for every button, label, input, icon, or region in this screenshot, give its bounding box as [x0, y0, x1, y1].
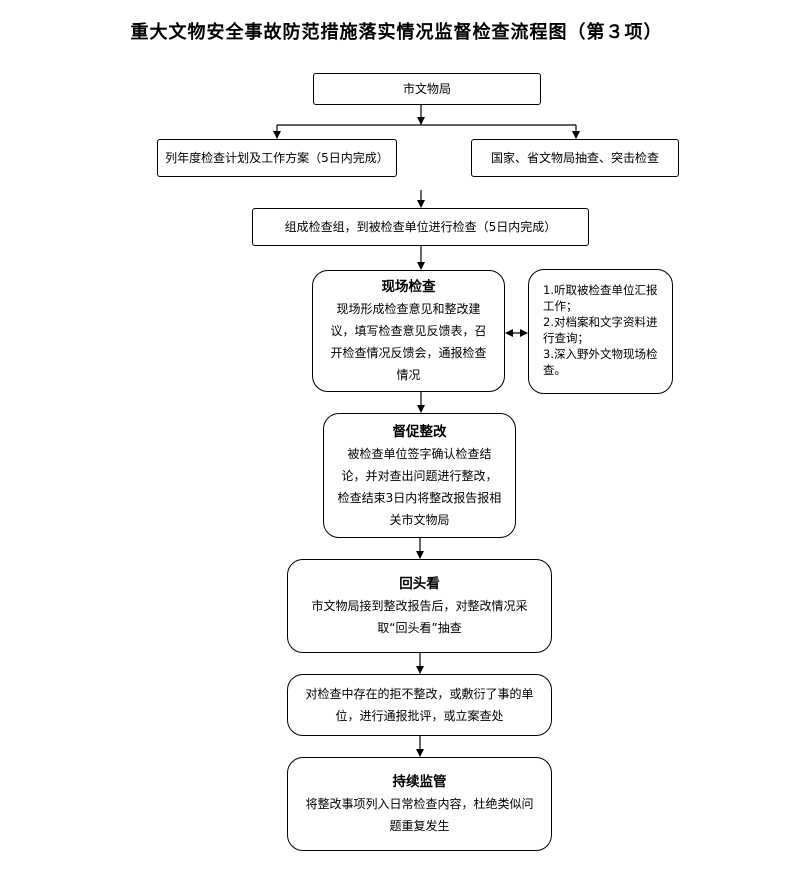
- node-rectify-heading: 督促整改: [392, 423, 447, 440]
- node-bureau-text: 市文物局: [402, 82, 451, 96]
- node-review-text: 市文物局接到整改报告后，对整改情况采取“回头看”抽查: [311, 599, 528, 635]
- node-team: 组成检查组，到被检查单位进行检查（5日内完成）: [252, 208, 589, 246]
- onsite-step-1: 1.听取被检查单位汇报工作；: [543, 283, 658, 313]
- node-onsite-heading: 现场检查: [381, 279, 436, 295]
- onsite-step-2: 2.对档案和文字资料进行查询；: [543, 315, 658, 345]
- onsite-step-3: 3.深入野外文物现场检查。: [543, 347, 658, 377]
- node-team-text: 组成检查组，到被检查单位进行检查（5日内完成）: [284, 220, 557, 234]
- node-onsite: 现场检查 现场形成检查意见和整改建议，填写检查意见反馈表，召开检查情况反馈会，通…: [312, 270, 505, 392]
- node-review: 回头看 市文物局接到整改报告后，对整改情况采取“回头看”抽查: [287, 559, 552, 653]
- node-plan-text: 列年度检查计划及工作方案（5日内完成）: [165, 151, 389, 165]
- node-bureau: 市文物局: [313, 73, 541, 105]
- node-review-heading: 回头看: [399, 576, 440, 592]
- node-plan: 列年度检查计划及工作方案（5日内完成）: [157, 139, 397, 177]
- node-penalty: 对检查中存在的拒不整改，或敷衍了事的单位，进行通报批评，或立案查处: [287, 674, 552, 736]
- node-penalty-text: 对检查中存在的拒不整改，或敷衍了事的单位，进行通报批评，或立案查处: [305, 687, 534, 723]
- node-onsite-steps: 1.听取被检查单位汇报工作； 2.对档案和文字资料进行查询； 3.深入野外文物现…: [528, 269, 673, 394]
- node-onsite-text: 现场形成检查意见和整改建议，填写检查意见反馈表，召开检查情况反馈会，通报检查情况: [330, 302, 487, 382]
- node-spot-check-text: 国家、省文物局抽查、突击检查: [490, 151, 659, 165]
- node-continuous-text: 将整改事项列入日常检查内容，杜绝类似问题重复发生: [305, 797, 534, 833]
- node-rectify-text: 被检查单位签字确认检查结论，并对查出问题进行整改，检查结束3日内将整改报告报相关…: [337, 446, 502, 527]
- page-title: 重大文物安全事故防范措施落实情况监督检查流程图（第３项）: [130, 22, 663, 43]
- node-continuous: 持续监管 将整改事项列入日常检查内容，杜绝类似问题重复发生: [287, 757, 552, 851]
- node-continuous-heading: 持续监管: [392, 774, 447, 790]
- node-rectify: 督促整改 被检查单位签字确认检查结论，并对查出问题进行整改，检查结束3日内将整改…: [323, 413, 516, 538]
- node-spot-check: 国家、省文物局抽查、突击检查: [471, 139, 679, 177]
